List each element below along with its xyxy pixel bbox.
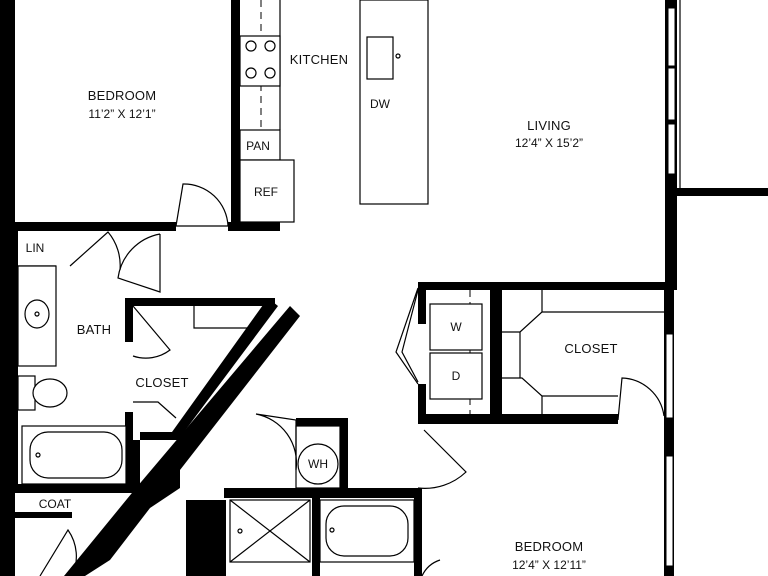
shower-x-2 [229,499,311,563]
window-living-2 [667,67,676,121]
wall-bath-top [125,298,275,306]
burner-3 [245,67,257,79]
bifold-inner [401,289,419,383]
tub2-basin [325,505,409,557]
pantry [239,129,281,161]
closet1-shelf-2 [133,401,177,419]
faucet [395,53,401,59]
wall-bedroom-kitchen [231,0,240,230]
exterior-wall-right-lower [664,290,674,576]
bath-area: LIN BATH [17,231,161,485]
window-living-3 [667,123,676,175]
bathtub-icon [319,499,415,563]
windows [8,0,681,567]
tub-drain [35,452,41,458]
living-dims: 12’4” X 15’2” [515,136,583,150]
water-heater [297,443,339,485]
bath-label: BATH [77,322,112,337]
wall-laundry-bottom [418,414,618,424]
washer-label: W [450,320,462,334]
wall-laundry-top [418,282,674,290]
closet1-label: CLOSET [135,375,188,390]
door-swing-icon [39,528,77,576]
wall-bath2-right [414,488,422,576]
wall-shower-tub [312,488,320,576]
door-swing-icon [417,429,467,489]
toilet-icon [32,378,68,408]
dryer-label: D [452,369,461,383]
wh-closet [295,425,341,489]
washer [429,303,483,351]
exterior-wall-left [0,0,15,576]
wall-bath-right-lower [125,412,133,490]
pantry-label: PAN [246,139,270,153]
wall-bedroom1-bottom-right [228,222,280,231]
wall-wh-top [296,418,348,426]
closet1-shelf [193,306,252,329]
door-swing-icon [617,377,665,421]
window-living-1 [667,7,676,67]
bedroom1-dims: 11’2” X 12’1” [88,107,155,121]
laundry-area: W D [395,287,483,414]
living-label: LIVING [527,118,571,133]
kitchen-label: KITCHEN [290,52,348,67]
sink-icon [366,36,394,80]
bedroom1-label: BEDROOM [88,88,157,103]
closet2-label: CLOSET [564,341,617,356]
linen-label: LIN [26,241,45,255]
burner-2 [264,40,276,52]
shower-drain [237,528,243,534]
water-heater-label: WH [308,457,328,471]
wall-bath2-top [224,488,418,498]
wall-bedroom1-bottom-left [12,222,176,231]
tub2-drain [329,527,335,533]
wall-laundry-left-lower [418,384,426,424]
wall-bath2-left [186,500,226,576]
door-swing-icon [117,233,161,293]
wall-coat-top [12,484,138,493]
kitchen-area: PAN REF KITCHEN DW [239,0,429,223]
wall-laundry-left [418,282,426,324]
dryer [429,352,483,400]
coat-label: COAT [39,497,72,511]
door-swing-icon [175,183,229,227]
door-swing-icon [255,413,298,471]
wall-bath-right-upper [125,298,133,342]
sink-icon [24,299,50,329]
bathtub-icon [21,425,127,485]
bedroom2-dims: 12’4” X 12’11” [512,558,586,572]
door-swing-icon [69,231,121,271]
wall-hallway-diagonal [64,306,300,576]
wall-wh-right [340,418,348,494]
window-bedroom2 [665,455,674,567]
kitchen-island [359,0,429,205]
wall-bath-left [12,228,18,490]
wall-closet1-diagonal [140,298,278,440]
burner-4 [264,67,276,79]
window-closet [665,333,674,419]
closet2-shelf-1 [502,290,543,333]
door-swing-icon [421,559,441,576]
door-swing-icon [132,305,171,359]
drain [34,311,40,317]
burner-1 [245,40,257,52]
tub-basin [29,431,123,479]
bedroom2-label: BEDROOM [515,539,584,554]
wall-coat-bottom [12,512,72,518]
closet2-shelf-2 [502,377,543,414]
refrigerator-label: REF [254,185,278,199]
dishwasher-label: DW [370,97,391,111]
wall-tub-side [130,440,140,490]
wall-laundry-closet [490,282,502,422]
balcony-rail [677,188,768,196]
door-swing-icon [395,287,419,385]
refrigerator [239,159,295,223]
